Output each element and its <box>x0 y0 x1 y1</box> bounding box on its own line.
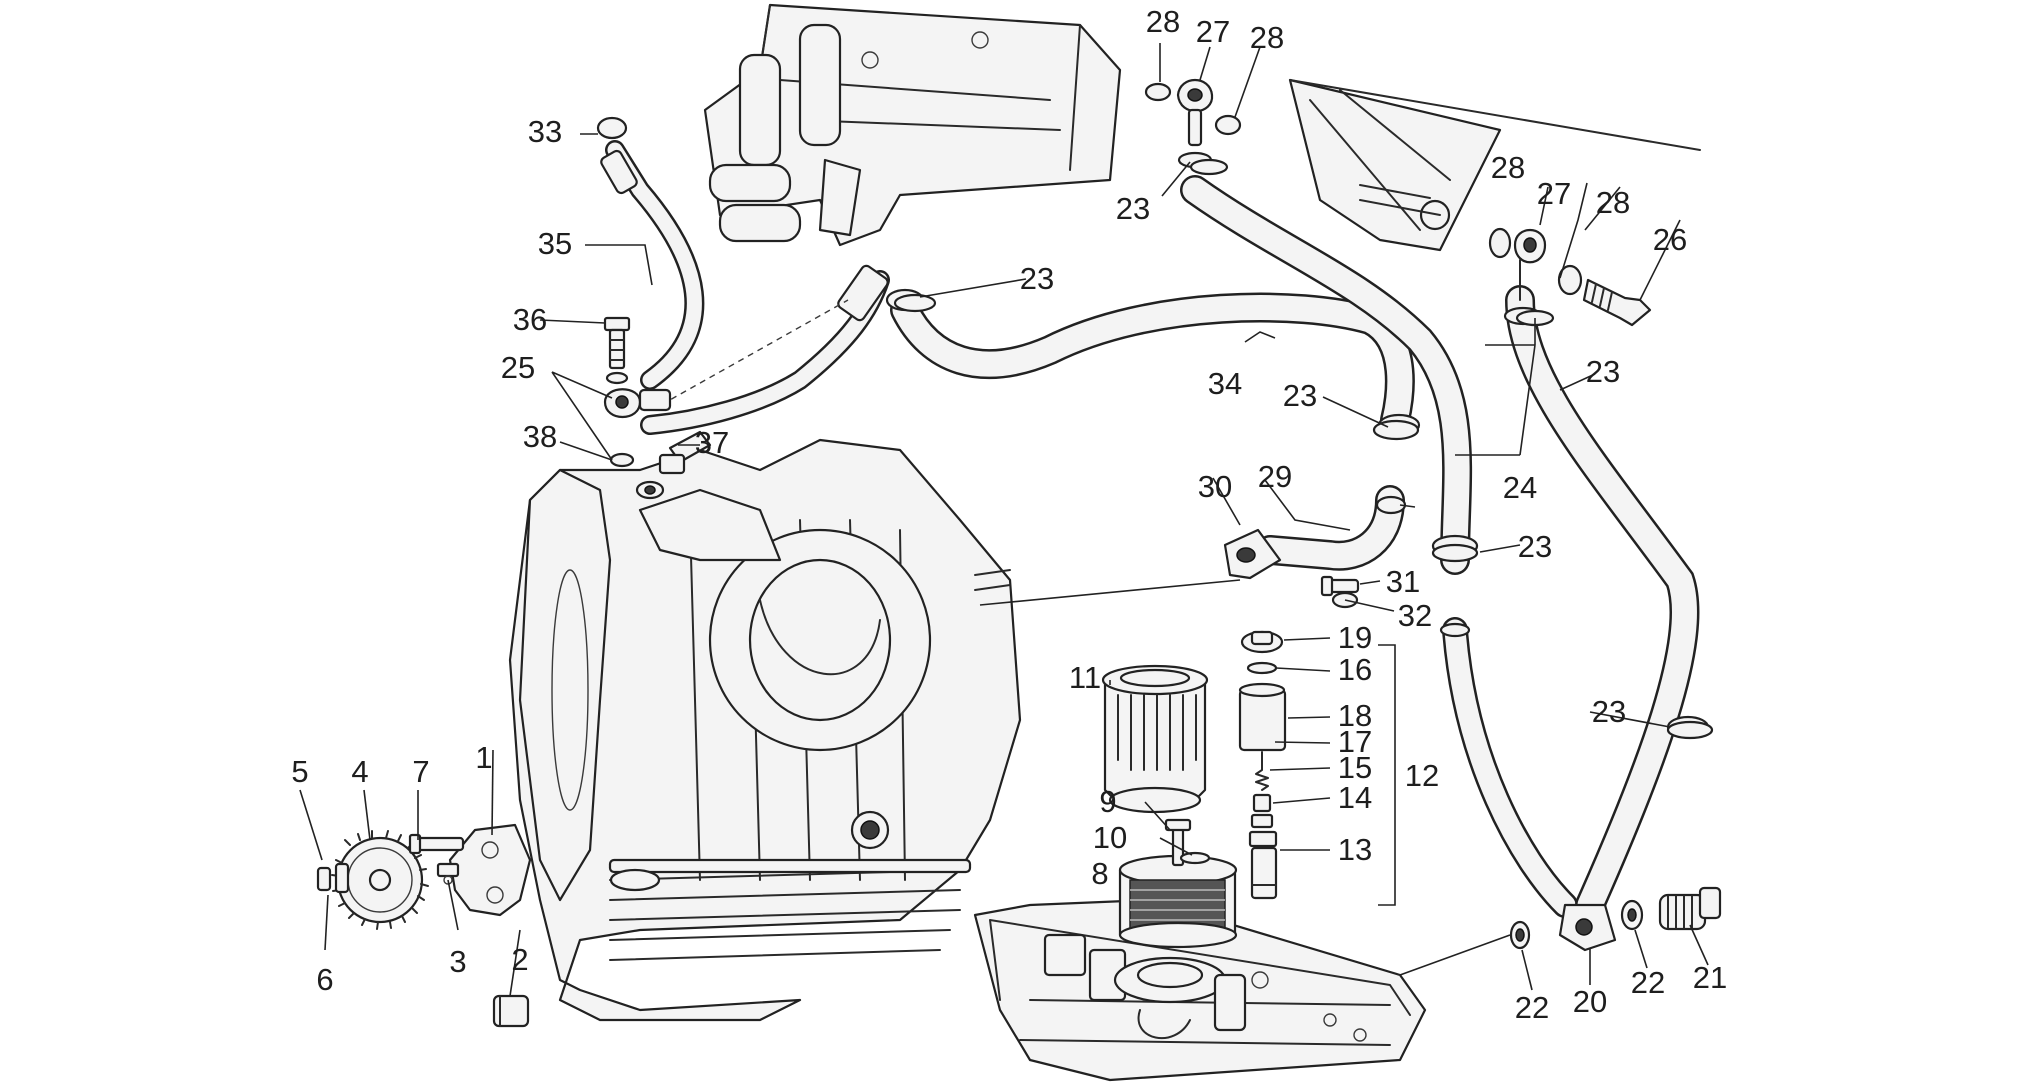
hose-34 <box>885 288 1415 435</box>
label-15: 15 <box>1338 750 1372 785</box>
oil-sump <box>973 898 1427 1082</box>
sensor-37 <box>635 430 712 500</box>
label-16: 16 <box>1338 652 1372 687</box>
label-27a: 27 <box>1196 14 1230 49</box>
label-8: 8 <box>1091 856 1108 891</box>
label-23b: 23 <box>1116 191 1150 226</box>
label-23d: 23 <box>1518 529 1552 564</box>
banjo-fitting-right <box>1488 227 1652 327</box>
relief-valve-stack <box>1238 630 1287 900</box>
callout-labels: 1 2 3 4 5 6 7 8 9 10 11 12 13 14 15 16 1… <box>291 4 1727 1025</box>
label-31: 31 <box>1386 564 1420 599</box>
label-21: 21 <box>1693 960 1727 995</box>
label-28b: 28 <box>1250 20 1284 55</box>
hose-24-right <box>1503 285 1710 920</box>
group-bracket-12 <box>1378 644 1396 906</box>
label-1: 1 <box>475 740 492 775</box>
label-30: 30 <box>1198 469 1232 504</box>
label-24: 24 <box>1503 470 1537 505</box>
breather-hose-35 <box>596 116 705 390</box>
label-29: 29 <box>1258 459 1292 494</box>
frame-bracket-right <box>1288 78 1701 252</box>
label-36: 36 <box>513 302 547 337</box>
leader-lines <box>299 43 1709 997</box>
label-23f: 23 <box>1592 694 1626 729</box>
hose-24-left <box>1180 175 1578 918</box>
label-22a: 22 <box>1515 990 1549 1025</box>
label-25: 25 <box>501 350 535 385</box>
label-23a: 23 <box>1020 261 1054 296</box>
label-6: 6 <box>316 962 333 997</box>
bolt-31-32 <box>1320 575 1360 609</box>
label-14: 14 <box>1338 780 1372 815</box>
label-17: 17 <box>1338 724 1372 759</box>
frame-section <box>703 3 1122 247</box>
label-5: 5 <box>291 754 308 789</box>
label-27b: 27 <box>1537 176 1571 211</box>
label-26: 26 <box>1653 222 1687 257</box>
label-9: 9 <box>1099 784 1116 819</box>
label-13: 13 <box>1338 832 1372 867</box>
label-34: 34 <box>1208 366 1242 401</box>
label-12: 12 <box>1405 758 1439 793</box>
engine-block <box>508 438 1241 1022</box>
oil-line-37 <box>640 264 890 435</box>
label-19: 19 <box>1338 620 1372 655</box>
banjo-bolt-36 <box>603 316 672 468</box>
label-3: 3 <box>449 944 466 979</box>
label-28a: 28 <box>1146 4 1180 39</box>
oil-pump-assembly <box>316 823 532 1028</box>
label-7: 7 <box>412 754 429 789</box>
label-32: 32 <box>1398 598 1432 633</box>
label-10: 10 <box>1093 820 1127 855</box>
label-4: 4 <box>351 754 368 789</box>
union-fitting-20 <box>1399 886 1722 976</box>
label-37: 37 <box>695 425 729 460</box>
label-35: 35 <box>538 226 572 261</box>
label-11: 11 <box>1069 660 1101 695</box>
label-33: 33 <box>528 114 562 149</box>
label-23e: 23 <box>1586 354 1620 389</box>
label-18: 18 <box>1338 698 1372 733</box>
label-22b: 22 <box>1631 965 1665 1000</box>
label-23c: 23 <box>1283 378 1317 413</box>
label-38: 38 <box>523 419 557 454</box>
label-2: 2 <box>511 942 528 977</box>
filter-cartridge <box>1118 818 1238 949</box>
oil-filter <box>1101 664 1209 814</box>
label-28d: 28 <box>1596 185 1630 220</box>
banjo-fitting-top <box>1144 79 1242 169</box>
label-28c: 28 <box>1491 150 1525 185</box>
label-20: 20 <box>1573 984 1607 1019</box>
